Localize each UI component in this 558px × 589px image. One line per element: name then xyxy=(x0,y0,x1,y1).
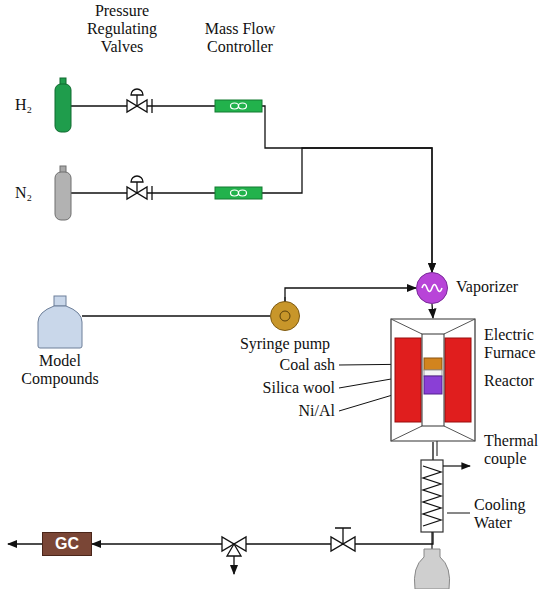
gas-cylinder: H₂ xyxy=(55,78,71,132)
callout-label: Mass Flow Controller xyxy=(190,20,290,56)
callout-label: Silica wool xyxy=(263,379,335,397)
pipe-connector xyxy=(82,315,270,316)
vaporizer-shape xyxy=(416,272,448,304)
collection-flask xyxy=(414,549,449,589)
feed-bottle: Model Compounds xyxy=(38,296,82,348)
node-label: H₂ xyxy=(15,96,32,114)
vaporizer: Vaporizer xyxy=(416,272,448,304)
reactor-shape xyxy=(390,318,476,442)
syringe-pump: Syringe pump xyxy=(270,301,300,331)
mass-flow-controller xyxy=(215,100,262,112)
three-way-valve xyxy=(222,537,246,574)
regulating-valve xyxy=(127,176,152,200)
node-label: Vaporizer xyxy=(456,278,518,296)
condenser xyxy=(421,460,470,550)
gc-outlet xyxy=(8,543,42,544)
node-label: N₂ xyxy=(15,184,32,202)
callout-label: Cooling Water xyxy=(474,496,546,532)
callout-label: Electric Furnace xyxy=(484,326,556,362)
gas-cylinder-shape xyxy=(55,166,71,220)
callout-label: Ni/Al xyxy=(299,402,335,420)
mass-flow-controller xyxy=(215,187,262,199)
feed-bottle-shape xyxy=(38,296,82,348)
callout-label: Coal ash xyxy=(279,356,335,374)
gas-cylinder: N₂ xyxy=(55,166,71,220)
syringe-pump-shape xyxy=(270,301,300,331)
gas-cylinder-shape xyxy=(55,78,71,132)
node-label: GC xyxy=(43,533,91,555)
node-label: Reactor xyxy=(484,372,534,390)
gc-box: GC xyxy=(42,532,92,556)
callout-label: Pressure Regulating Valves xyxy=(72,2,172,56)
pipe-connector xyxy=(285,288,416,301)
pipe-connector xyxy=(71,148,432,272)
node-label: Model Compounds xyxy=(10,352,110,388)
callout-label: Thermal couple xyxy=(484,432,556,468)
pipe-connector xyxy=(71,106,432,272)
regulating-valve xyxy=(127,89,152,113)
node-label: Syringe pump xyxy=(225,335,345,353)
pipe-connector xyxy=(432,304,433,318)
needle-valve xyxy=(331,528,355,551)
pipe-connector xyxy=(92,442,433,544)
reactor: Reactor xyxy=(390,318,476,442)
